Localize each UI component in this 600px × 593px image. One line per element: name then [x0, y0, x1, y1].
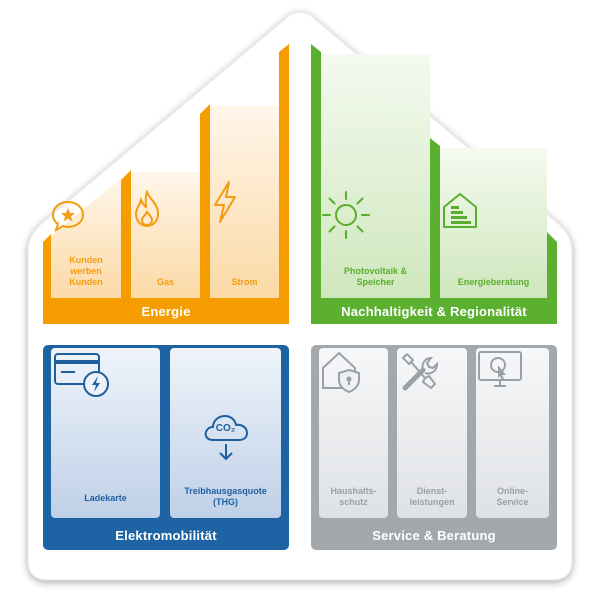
- section-title-elektromobilitaet: Elektromobilität: [43, 520, 289, 550]
- section-title-text: Service & Beratung: [372, 527, 496, 543]
- tile-online-service[interactable]: Online- Service: [476, 348, 549, 518]
- section-title-text: Nachhaltigkeit & Regionalität: [341, 303, 527, 319]
- section-title-text: Elektromobilität: [115, 527, 217, 543]
- tile-dienstleistungen[interactable]: Dienst- leistungen: [397, 348, 467, 518]
- tile-label: Gas: [156, 277, 174, 287]
- co2-label: CO₂: [215, 423, 236, 434]
- tile-strom[interactable]: Strom: [210, 180, 279, 298]
- tile-label: Ladekarte: [84, 493, 127, 503]
- tile-label: Strom: [231, 277, 258, 287]
- tile-ladekarte[interactable]: Ladekarte: [51, 348, 160, 518]
- section-title-nachhaltigkeit: Nachhaltigkeit & Regionalität: [311, 298, 557, 324]
- tile-photovoltaik-speicher[interactable]: Photovoltaik & Speicher: [321, 190, 430, 298]
- tile-label: Kunden werben Kunden: [69, 255, 103, 287]
- tile-kunden-werben-kunden[interactable]: Kunden werben Kunden: [51, 200, 121, 298]
- tile-label: Online- Service: [496, 486, 529, 507]
- tile-label: Dienst- leistungen: [409, 486, 455, 507]
- tile-label: Energieberatung: [457, 277, 530, 287]
- section-title-service: Service & Beratung: [311, 520, 557, 550]
- tile-label: Haushalts- schutz: [330, 486, 377, 507]
- tile-haushaltsschutz[interactable]: Haushalts- schutz: [319, 348, 388, 518]
- tile-label: Treibhausgasquote (THG): [184, 486, 267, 507]
- co2-cloud-icon: CO₂: [201, 412, 251, 464]
- section-title-energie: Energie: [43, 298, 289, 324]
- tile-label: Photovoltaik & Speicher: [343, 266, 407, 287]
- tile-energieberatung[interactable]: Energieberatung: [440, 190, 547, 298]
- section-title-text: Energie: [141, 303, 191, 319]
- tile-gas[interactable]: Gas: [131, 190, 200, 298]
- tile-treibhausgasquote[interactable]: CO₂ Treibhausgasquote (THG): [170, 348, 281, 518]
